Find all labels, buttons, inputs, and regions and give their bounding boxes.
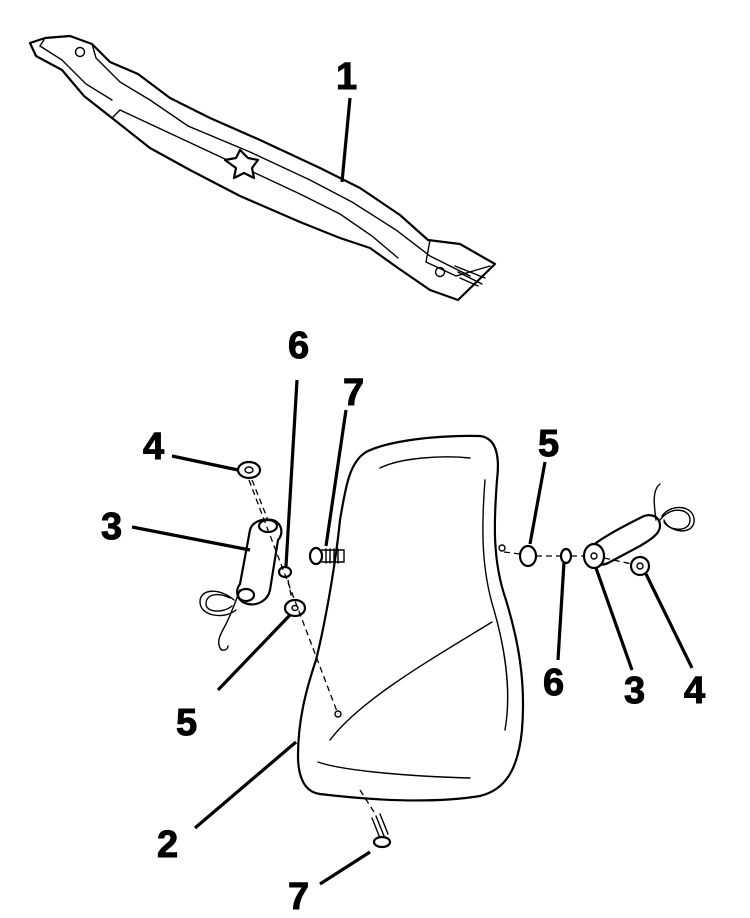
- callout-washer-right: 5: [537, 423, 560, 465]
- leader-1: [340, 97, 352, 183]
- leader-7-top: [324, 409, 348, 547]
- callout-cap-right: 4: [683, 670, 706, 712]
- left-spring-assembly: [199, 460, 307, 651]
- leader-6-left: [284, 379, 299, 567]
- leader-2: [193, 740, 298, 830]
- leader-3-right: [594, 567, 634, 671]
- leader-4-right: [644, 573, 694, 669]
- callout-screw-bottom: 7: [287, 876, 310, 918]
- grass-baffle: [296, 434, 525, 802]
- callout-spring-right: 3: [623, 670, 646, 712]
- callout-spring-left: 3: [100, 506, 123, 548]
- leader-3-left: [131, 525, 251, 552]
- leader-4-left: [171, 454, 239, 472]
- leader-5-left: [216, 613, 292, 692]
- right-spring-assembly: [503, 483, 695, 577]
- leader-5-right: [528, 461, 547, 545]
- callout-lockwasher-right: 6: [542, 662, 565, 704]
- assembly-axis-line: [248, 479, 339, 715]
- leader-6-right: [556, 561, 566, 661]
- callout-blade: 1: [335, 56, 358, 98]
- callout-screw-top: 7: [342, 372, 365, 414]
- bottom-screw: [359, 789, 392, 849]
- leader-7-bottom: [319, 850, 371, 886]
- callout-cap-left: 4: [142, 426, 165, 468]
- callout-lockwasher-left: 6: [287, 325, 310, 367]
- mower-blade: [28, 34, 497, 302]
- leader-lines: [131, 97, 694, 886]
- callout-baffle: 2: [156, 824, 179, 866]
- top-screw: [308, 546, 345, 566]
- callout-washer-left: 5: [175, 702, 198, 744]
